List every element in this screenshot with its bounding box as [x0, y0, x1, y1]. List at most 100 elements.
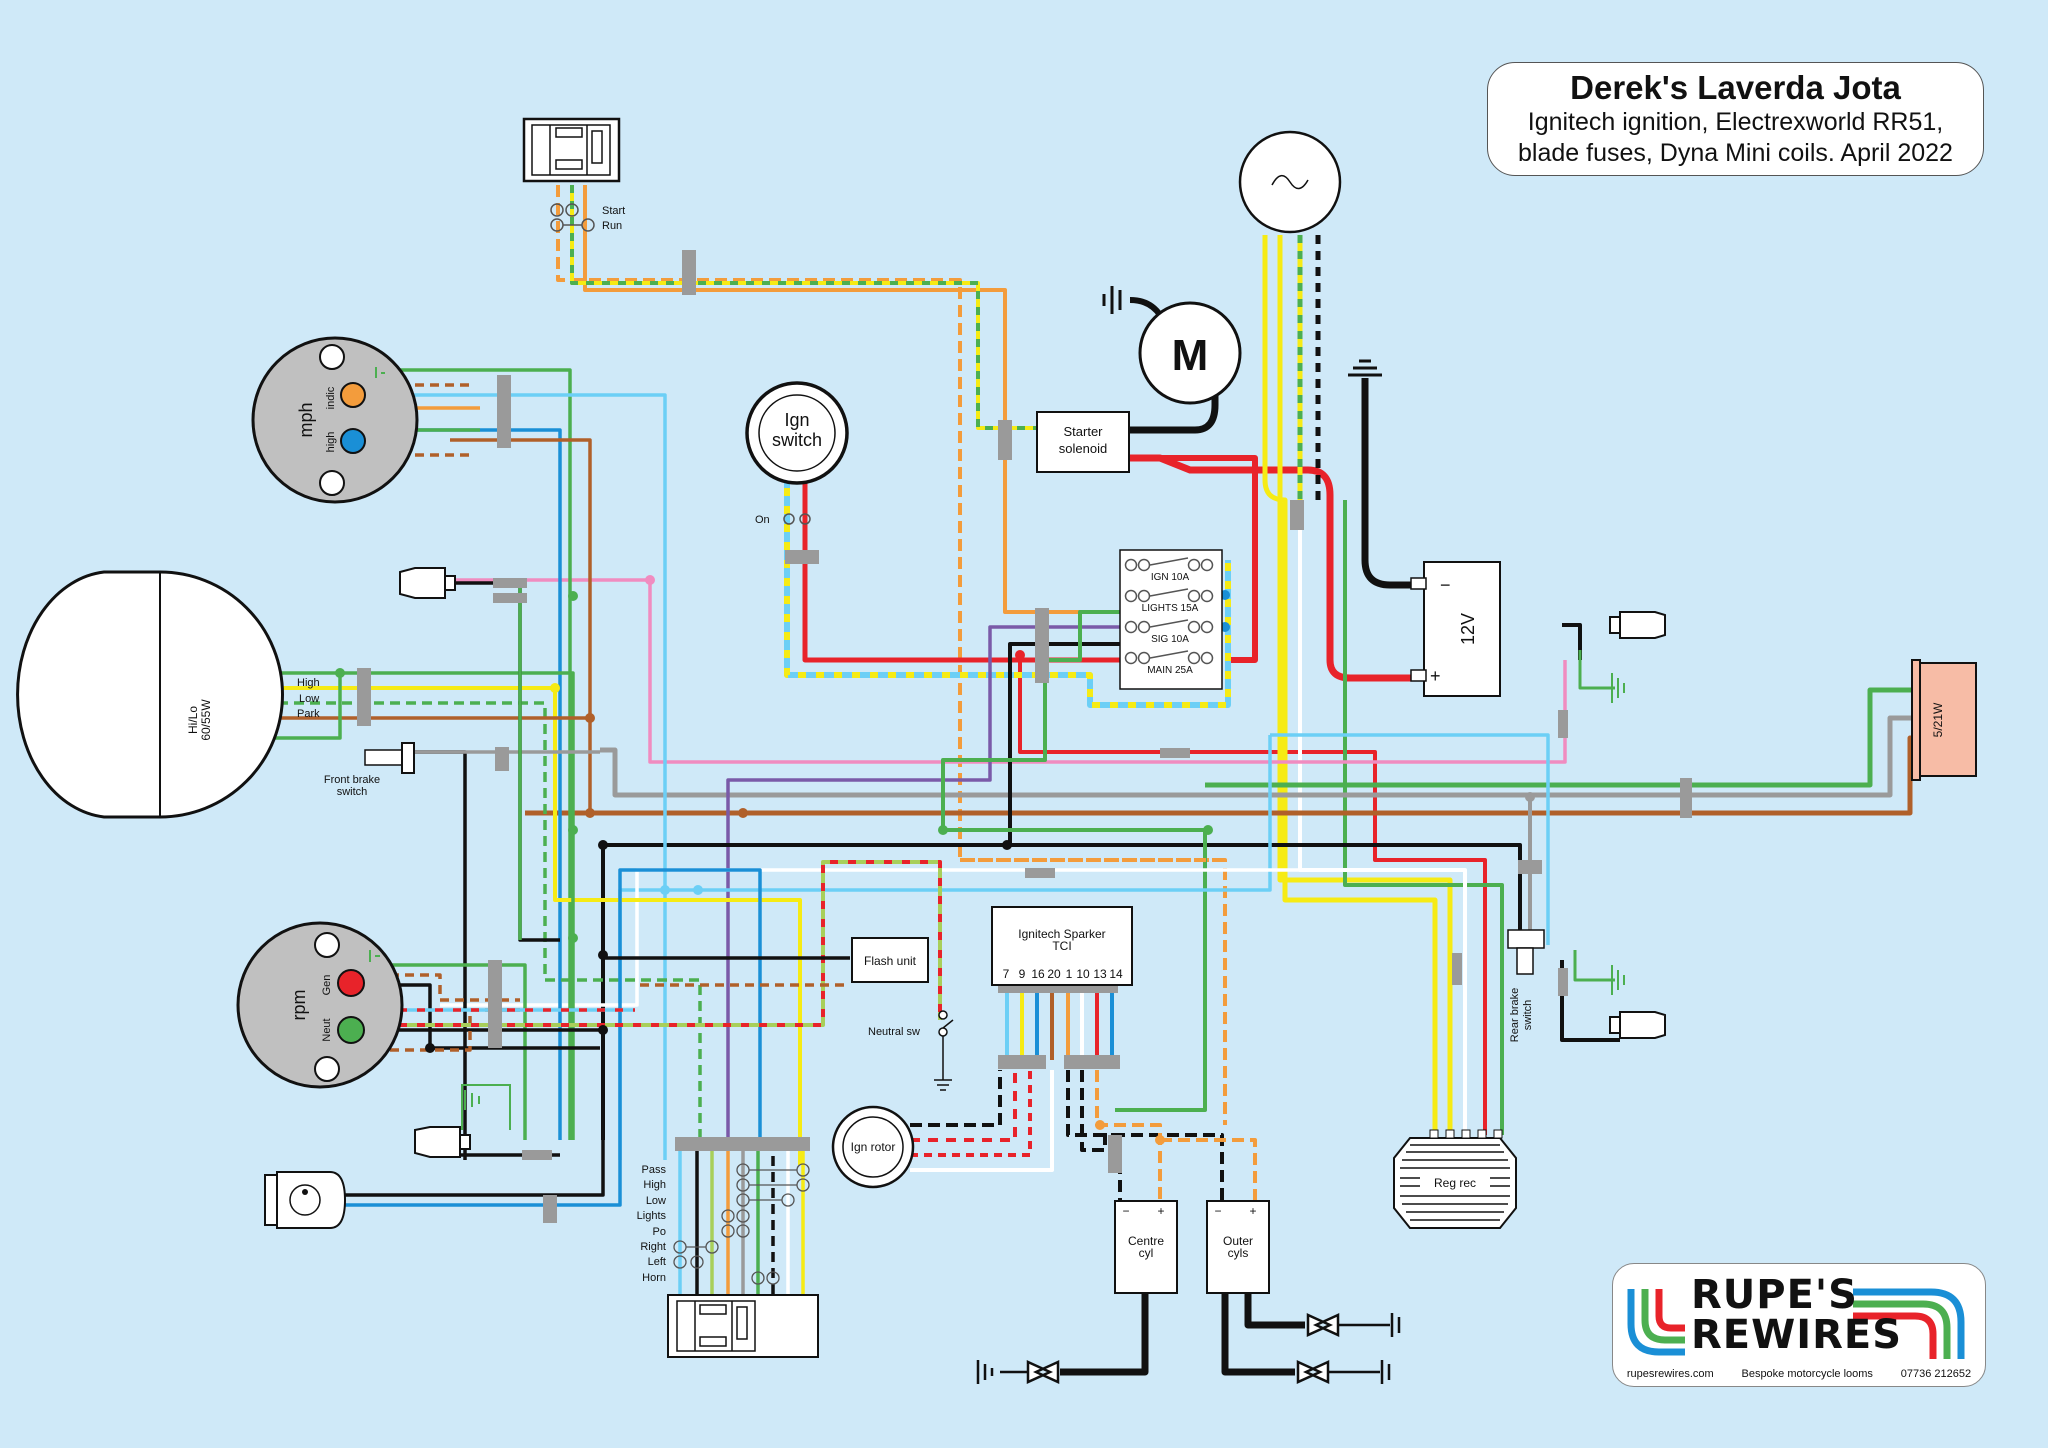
tci-pin: 20 — [1047, 967, 1061, 981]
wire-orange-white-start — [556, 185, 1227, 1125]
connector — [998, 985, 1118, 993]
tci-pin: 14 — [1109, 967, 1123, 981]
ign-on-label: On — [755, 514, 770, 526]
junction-dots — [335, 575, 1535, 1145]
ground-icon — [1611, 965, 1625, 995]
coil-centre-label-2: cyl — [1139, 1246, 1154, 1260]
junction — [1015, 650, 1025, 660]
junction — [585, 808, 595, 818]
wire-rotor-red-black — [910, 1070, 1032, 1157]
connector — [1680, 778, 1692, 818]
connector — [1035, 608, 1049, 683]
connector — [1290, 500, 1304, 530]
coil-neg: − — [1122, 1204, 1129, 1218]
coil-neg: − — [1214, 1204, 1221, 1218]
logo-word-1: RUPE'S — [1691, 1272, 1858, 1318]
wire-light-blue-speedo — [345, 393, 667, 1160]
wire-brown-main — [525, 735, 1930, 816]
front-brake-label-2: switch — [337, 786, 368, 798]
wire-black-motor-ground — [1129, 297, 1163, 317]
tci-pin: 7 — [1003, 967, 1010, 981]
speedo-indic-label: indic — [325, 386, 337, 409]
flash-unit-label: Flash unit — [864, 954, 917, 968]
diagram-title: Derek's Laverda Jota — [1570, 69, 1901, 106]
spark-plug-icon — [1306, 1313, 1401, 1337]
wire-rotor-black — [910, 1070, 1002, 1127]
alternator — [1238, 130, 1342, 234]
wire-green-lights — [941, 610, 1207, 1112]
tci-pin: 9 — [1019, 967, 1026, 981]
connector — [998, 420, 1012, 460]
connector — [1558, 710, 1568, 738]
connector — [1518, 860, 1542, 874]
tci-label-2: TCI — [1052, 939, 1071, 953]
connector — [493, 593, 527, 603]
solenoid-label-2: solenoid — [1059, 441, 1107, 456]
wire-brown-speedo — [450, 438, 592, 813]
connector — [493, 578, 527, 588]
wire-green-dashed-low — [262, 701, 702, 1140]
connector — [1064, 1055, 1120, 1069]
coil-centre: − + Centre cyl — [1114, 1200, 1178, 1294]
wire-red-ign — [802, 470, 1120, 663]
switch-row-label: Low — [646, 1195, 666, 1207]
wire-coil-outer-neg — [1080, 1070, 1224, 1200]
spark-plug-icon — [1296, 1360, 1391, 1384]
ground-icon — [1348, 359, 1382, 377]
headlight-label-1: Hi/Lo — [186, 706, 200, 734]
tci-pin: 1 — [1066, 967, 1073, 981]
speedo-label: mph — [296, 402, 316, 437]
junction — [335, 668, 345, 678]
ground-icon — [1102, 286, 1135, 314]
tacho-neut-label: Neut — [321, 1018, 333, 1041]
switch-row-label: Horn — [642, 1272, 666, 1284]
fuse-label: LIGHTS 15A — [1142, 603, 1199, 614]
junction — [645, 575, 655, 585]
connector — [785, 550, 819, 564]
junction — [693, 885, 703, 895]
connector — [497, 375, 511, 448]
logo-tagline: Bespoke motorcycle looms — [1741, 1368, 1873, 1380]
tail-light: 5/21W — [1911, 659, 1977, 781]
coil-outer-label-1: Outer — [1223, 1234, 1253, 1248]
junction — [938, 825, 948, 835]
battery-label: 12V — [1458, 613, 1478, 645]
ignition-rotor: Ign rotor — [831, 1105, 915, 1189]
neutral-switch: Neutral sw — [868, 1010, 954, 1091]
wire-red-main — [1130, 454, 1420, 682]
wire-green-alt — [1343, 500, 1504, 1135]
tachometer: rpm Gen Neut — [236, 921, 404, 1089]
wire-black-horn — [345, 1140, 605, 1197]
wire-coil-orange — [1095, 1070, 1257, 1200]
start-label: Start — [602, 205, 625, 217]
connector — [675, 1137, 810, 1151]
junction — [1155, 1135, 1165, 1145]
logo-stripes-icon — [1627, 1288, 1965, 1359]
ht-lead-outer-1 — [1244, 1290, 1305, 1329]
tci-label-1: Ignitech Sparker — [1018, 927, 1105, 941]
junction — [660, 885, 670, 895]
flash-unit: Flash unit — [851, 937, 929, 983]
coil-outer: − + Outer cyls — [1206, 1200, 1270, 1294]
rear-brake-label-1: Rear brake — [1509, 988, 1521, 1042]
regulator-rectifier: Reg rec — [1393, 1129, 1517, 1229]
junction — [1095, 1120, 1105, 1130]
front-indicator-left — [414, 1126, 471, 1158]
run-label: Run — [602, 220, 622, 232]
connector — [357, 668, 371, 726]
horn — [264, 1171, 347, 1229]
wire-black-motor — [1130, 385, 1219, 434]
junction — [568, 591, 578, 601]
coil-outer-label-2: cyls — [1228, 1246, 1249, 1260]
connector — [1025, 868, 1055, 878]
coil-pos: + — [1157, 1204, 1164, 1218]
logo-website: rupesrewires.com — [1626, 1368, 1714, 1380]
connector — [1160, 748, 1190, 758]
rupes-rewires-logo: RUPE'S REWIRES rupesrewires.com Bespoke … — [1612, 1263, 1986, 1387]
connectors — [357, 250, 1692, 1223]
junction — [598, 840, 608, 850]
junction — [425, 1043, 435, 1053]
starter-motor: M — [1138, 301, 1242, 405]
wire-green-speedo — [380, 368, 572, 1140]
switch-row-label: Pass — [642, 1164, 667, 1176]
